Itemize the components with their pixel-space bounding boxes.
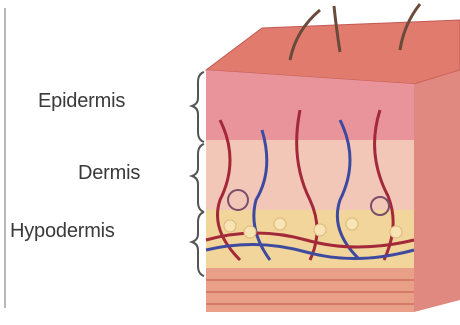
side-face <box>414 70 460 312</box>
muscle-layer <box>206 268 414 312</box>
